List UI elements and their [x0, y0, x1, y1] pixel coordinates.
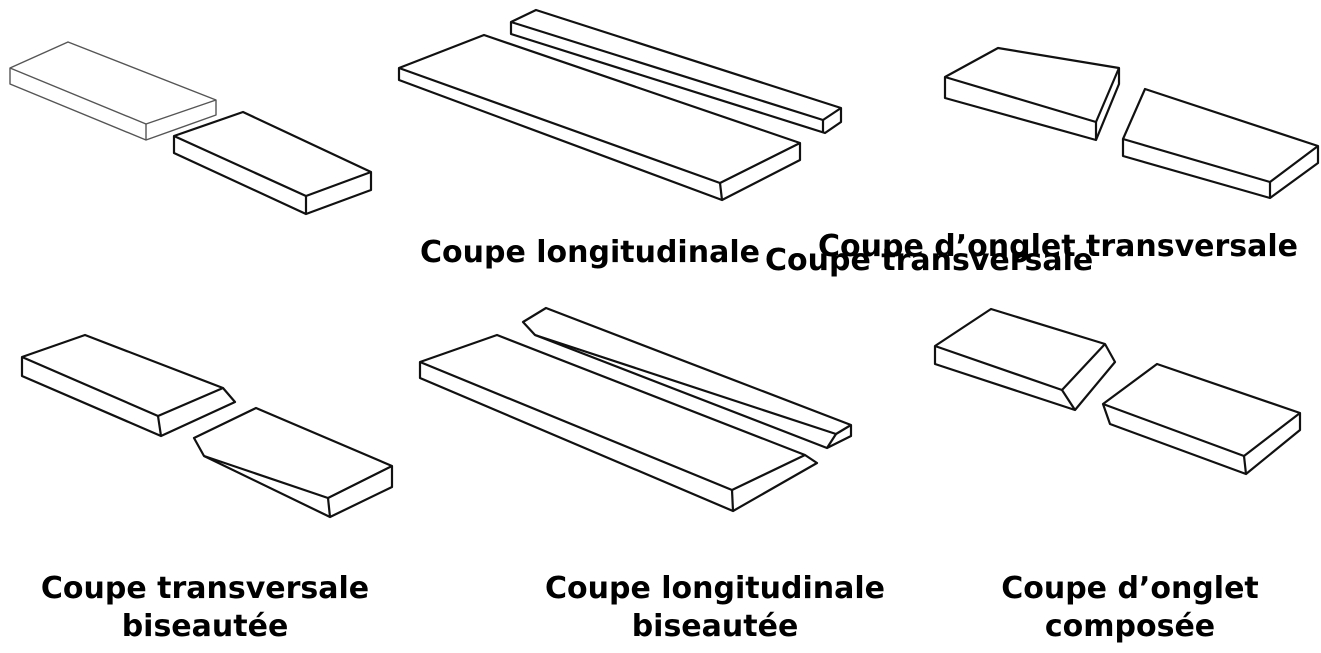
- compound-miter-cut-illustration: [933, 307, 1302, 476]
- board-strip: [509, 8, 843, 135]
- board-strip: [521, 306, 853, 450]
- board-piece: [172, 110, 373, 216]
- rip-cut-illustration: [397, 8, 843, 202]
- board-piece: [1121, 87, 1320, 200]
- bevel-cross-cut-label-line2: biseautée: [121, 609, 289, 644]
- compound-miter-cut-label-line1: Coupe d’onglet: [1001, 571, 1259, 606]
- bevel-cross-cut-illustration: [20, 333, 394, 519]
- bevel-cross-cut-label-line1: Coupe transversale: [40, 571, 370, 606]
- bevel-cross-cut-label: Coupe transversale biseautée: [25, 570, 385, 646]
- rip-cut-label: Coupe longitudinale: [420, 235, 760, 270]
- board-piece: [418, 333, 819, 513]
- bevel-rip-cut-illustration: [418, 306, 853, 513]
- miter-cross-cut-label: Coupe d’onglet transversale: [818, 229, 1298, 264]
- bevel-rip-cut-label-line2: biseautée: [631, 609, 799, 644]
- bevel-rip-cut-label-line1: Coupe longitudinale: [545, 571, 885, 606]
- board-piece: [20, 333, 237, 438]
- bevel-rip-cut-label: Coupe longitudinale biseautée: [525, 570, 905, 646]
- board-piece: [397, 33, 802, 202]
- miter-cut-illustration: [943, 46, 1320, 200]
- compound-miter-cut-label-line2: composée: [1044, 609, 1216, 644]
- board-piece: [9, 41, 217, 141]
- cross-cut-label: Coupe transversale: [765, 243, 1094, 278]
- cross-cut-illustration: [9, 41, 373, 216]
- board-piece: [943, 46, 1121, 142]
- compound-miter-cut-label: Coupe d’onglet composée: [990, 570, 1270, 646]
- board-piece: [192, 406, 394, 519]
- board-piece: [933, 307, 1117, 412]
- board-piece: [1101, 362, 1302, 476]
